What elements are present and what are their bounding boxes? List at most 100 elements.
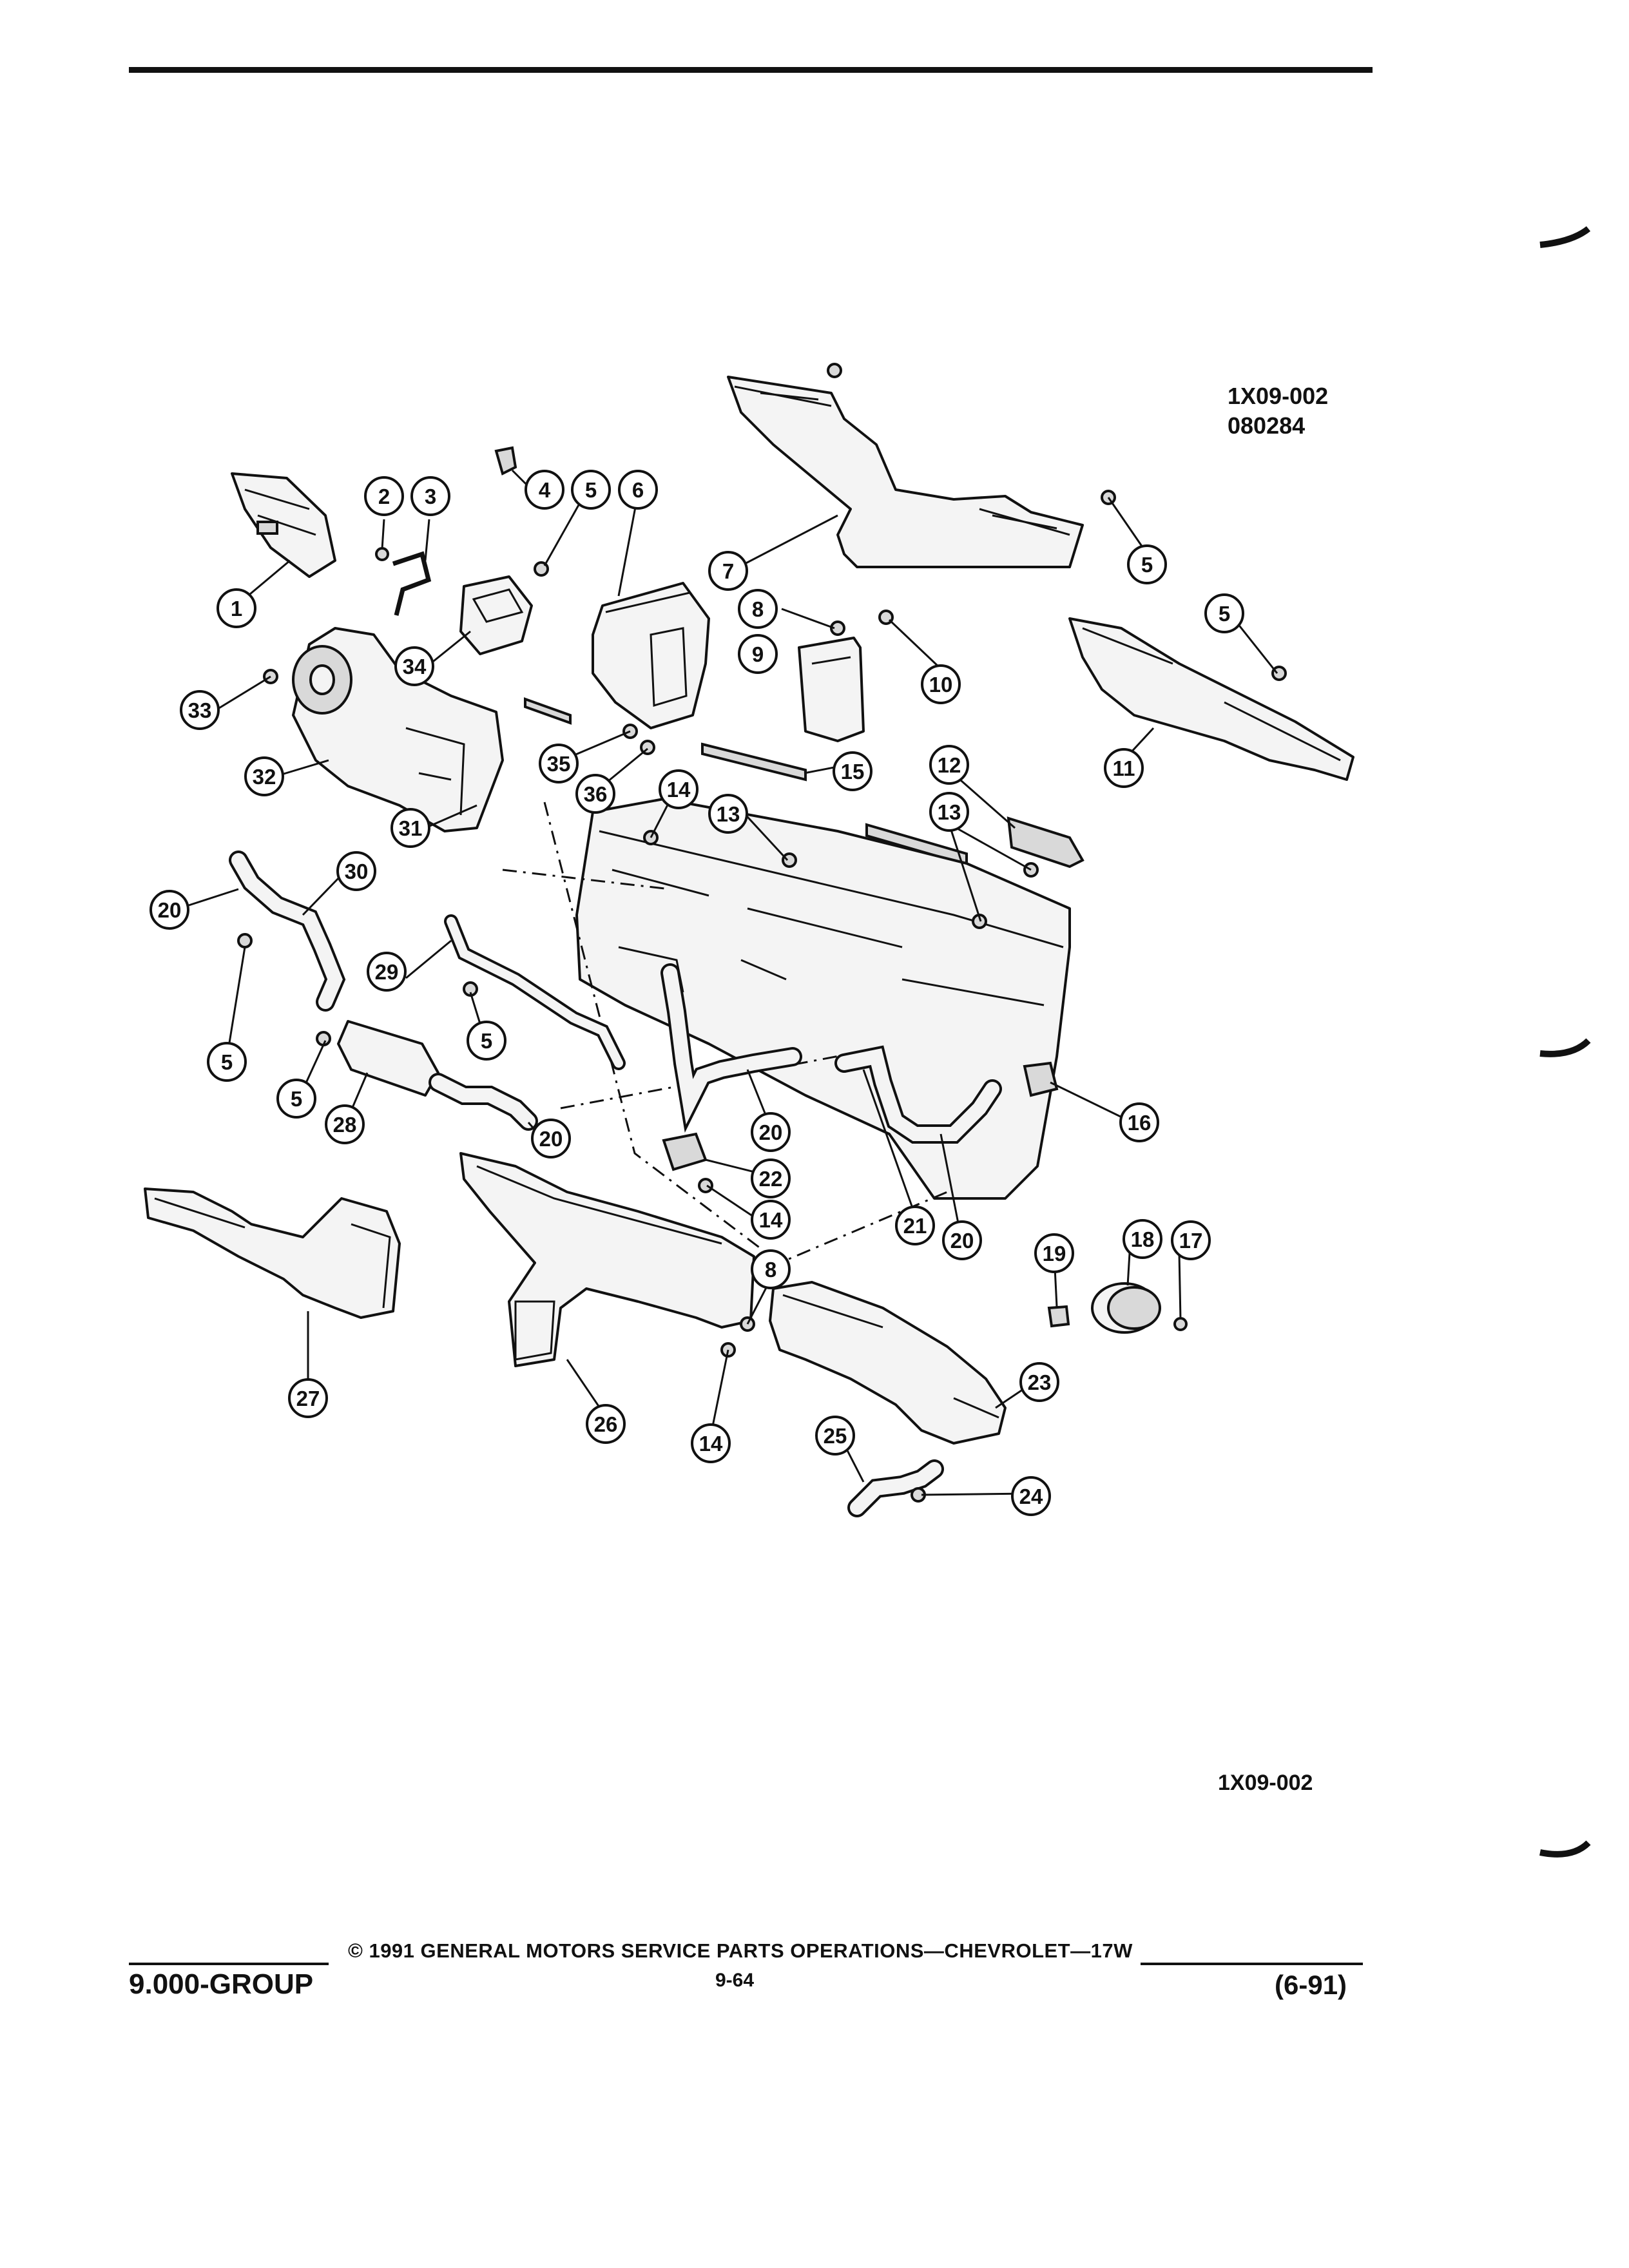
svg-text:10: 10 [929,673,953,697]
callout-13b: 13 [708,794,748,834]
svg-text:21: 21 [903,1214,927,1238]
part-12-drawing [1007,816,1084,869]
svg-text:16: 16 [1128,1111,1152,1135]
scan-edge-marks [1539,226,1591,1858]
part-3-drawing [392,551,432,616]
callout-21: 21 [895,1206,935,1245]
callout-20b: 20 [531,1119,571,1158]
callout-8b: 8 [751,1249,791,1289]
callout-26: 26 [586,1404,626,1444]
callout-14a: 14 [659,769,699,809]
svg-text:11: 11 [1113,756,1135,780]
svg-text:13: 13 [717,802,740,826]
callout-5b: 5 [1127,544,1167,584]
part-7-drawing [727,376,1084,568]
part-26-drawing [459,1152,755,1367]
callout-14b: 14 [751,1200,791,1240]
svg-text:18: 18 [1131,1227,1155,1251]
svg-text:8: 8 [752,597,764,621]
callout-32: 32 [244,756,284,796]
svg-text:35: 35 [547,752,571,776]
svg-text:19: 19 [1043,1242,1066,1265]
svg-text:12: 12 [938,753,961,777]
part-18-drawing [1091,1282,1161,1334]
callout-22: 22 [751,1158,791,1198]
svg-text:27: 27 [296,1387,320,1410]
callout-3: 3 [410,476,450,516]
figure-code-block: 1X09-002 080284 [1228,381,1328,441]
part-34-drawing [459,575,533,655]
callout-9: 9 [738,634,778,674]
callout-11: 11 [1104,748,1144,788]
svg-text:6: 6 [632,478,644,502]
footer-rule-right [1141,1963,1363,1965]
svg-text:5: 5 [585,478,597,502]
svg-text:26: 26 [594,1412,618,1436]
callout-35: 35 [539,744,579,783]
svg-text:2: 2 [378,485,390,508]
figure-code: 1X09-002 [1228,383,1329,409]
svg-text:5: 5 [1141,553,1153,577]
callout-15: 15 [833,751,872,791]
part-9-drawing [798,637,865,742]
footer-date: (6-91) [1275,1970,1347,2000]
callout-5f: 5 [467,1021,506,1061]
part-16-drawing [1023,1061,1059,1097]
callout-36: 36 [575,774,615,814]
callout-5a: 5 [571,470,611,510]
svg-text:5: 5 [481,1029,492,1053]
svg-text:17: 17 [1179,1229,1203,1253]
callout-12: 12 [929,745,969,785]
part-27-drawing [144,1187,401,1319]
svg-text:28: 28 [333,1113,357,1137]
callout-5c: 5 [1204,593,1244,633]
callout-10: 10 [921,664,961,704]
svg-text:29: 29 [375,960,399,984]
callout-29: 29 [367,952,407,992]
callout-33: 33 [180,690,220,730]
svg-text:5: 5 [1219,602,1230,626]
callout-23: 23 [1019,1362,1059,1402]
callout-25: 25 [815,1416,855,1456]
svg-text:24: 24 [1019,1485,1043,1508]
part-29-drawing [444,914,626,1070]
callout-19: 19 [1034,1233,1074,1273]
svg-text:32: 32 [253,765,276,789]
part-1-drawing [231,472,336,578]
part-35-36-fasteners [622,724,655,755]
callout-16: 16 [1119,1102,1159,1142]
svg-text:9: 9 [752,642,764,666]
part-4-clip [494,446,517,476]
part-17-19-small [1047,1305,1188,1331]
callout-1: 1 [217,588,256,628]
top-rule [129,67,1373,73]
part-22-drawing [662,1132,708,1171]
svg-text:30: 30 [345,860,369,883]
callout-6: 6 [618,470,658,510]
callout-34: 34 [394,646,434,686]
svg-text:25: 25 [824,1424,847,1448]
part-6-drawing [592,582,710,729]
svg-text:3: 3 [425,485,436,508]
part-25-drawing [847,1459,944,1517]
callout-24: 24 [1011,1476,1051,1516]
part-32-drawing [292,627,504,832]
svg-text:13: 13 [938,800,961,824]
part-20-30-left-hoses [229,850,346,1012]
svg-text:22: 22 [759,1167,783,1191]
svg-text:20: 20 [158,898,182,922]
footer-page-number: 9-64 [715,1970,755,1991]
svg-text:33: 33 [188,698,212,722]
callout-28: 28 [325,1104,365,1144]
svg-text:20: 20 [539,1127,563,1151]
callout-4: 4 [525,470,564,510]
svg-text:31: 31 [399,816,423,840]
svg-text:20: 20 [759,1120,783,1144]
callout-20c: 20 [751,1112,791,1152]
footer-copyright: © 1991 GENERAL MOTORS SERVICE PARTS OPER… [348,1939,1133,1962]
svg-text:5: 5 [221,1050,233,1074]
callout-30: 30 [336,851,376,891]
svg-text:34: 34 [403,655,427,678]
